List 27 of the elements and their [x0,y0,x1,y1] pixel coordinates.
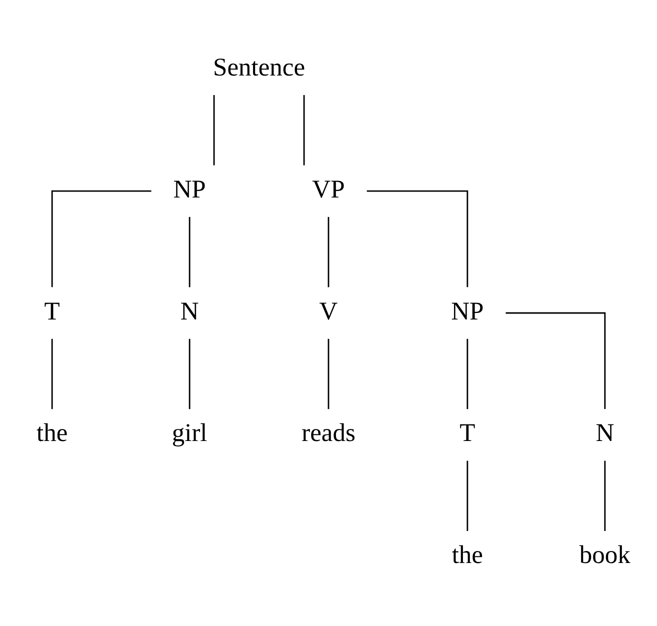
node-text: book [579,540,630,570]
node-text: N [180,296,199,326]
connector [466,460,468,531]
node-text: VP [312,174,345,204]
node-text: reads [302,418,356,448]
connector [366,190,468,288]
connector [303,95,305,166]
node-text: NP [173,174,206,204]
connector [188,338,190,410]
node-text: the [36,418,68,448]
connector [506,312,606,410]
node-text: T [460,418,476,448]
connector [213,95,215,166]
connector [466,338,468,410]
node-text: V [319,296,338,326]
node-text: T [44,296,60,326]
connector [51,338,53,410]
connector [328,338,330,410]
connector [188,216,190,288]
node-text: the [452,540,483,570]
connector [51,190,152,288]
node-text: Sentence [213,52,306,82]
node-text: girl [172,418,208,448]
node-text: NP [451,296,484,326]
node-text: N [596,418,614,448]
connector [604,460,606,531]
connector [328,216,330,288]
